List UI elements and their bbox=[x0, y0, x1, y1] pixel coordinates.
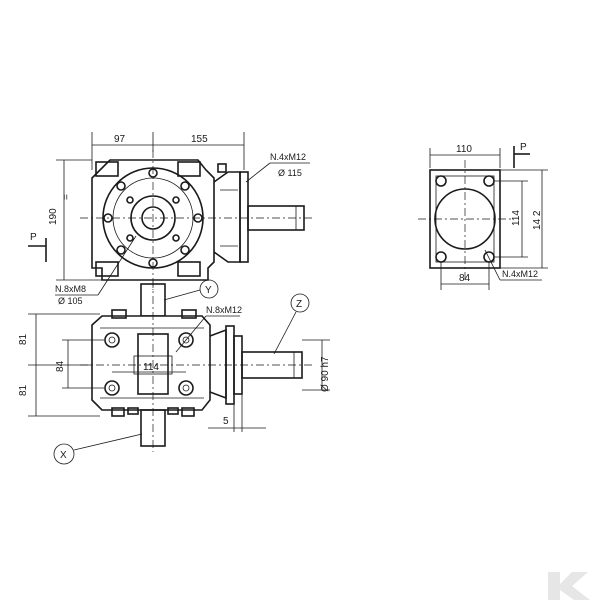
dim-84-flange: 84 bbox=[459, 273, 471, 284]
dim-110: 110 bbox=[456, 144, 472, 155]
dim-155: 155 bbox=[191, 134, 208, 145]
dim-offset-5: 5 bbox=[223, 416, 229, 427]
dim-top-flange-dia: Ø 115 bbox=[278, 168, 302, 178]
marker-z: Z bbox=[273, 293, 310, 355]
marker-x: X bbox=[53, 433, 143, 465]
dim-bottom-bolts: N.8xM8 bbox=[55, 284, 86, 294]
equal-mark: = bbox=[61, 194, 72, 200]
dim-97: 97 bbox=[114, 134, 126, 145]
flange-view-dimensions: 110 P 14 2 114 84 N.4xM12 bbox=[429, 142, 548, 290]
dim-top-flange-bolts: N.4xM12 bbox=[270, 152, 306, 162]
dim-190: 190 bbox=[48, 208, 59, 225]
marker-y-label: Y bbox=[205, 285, 212, 296]
dim-142: 14 2 bbox=[532, 210, 543, 230]
view-p-label-left: P bbox=[30, 232, 37, 243]
dim-shaft-dia: Ø 90 h7 bbox=[320, 356, 331, 392]
dim-81-upper: 81 bbox=[18, 333, 29, 345]
brand-logo-watermark bbox=[548, 572, 590, 600]
dim-81-lower: 81 bbox=[18, 384, 29, 396]
dim-front-bolts: N.8xM12 bbox=[206, 305, 242, 315]
marker-x-label: X bbox=[60, 450, 67, 461]
marker-y: Y bbox=[163, 279, 219, 301]
view-p-label-right: P bbox=[520, 142, 527, 153]
front-view-dimensions: 81 81 84 114 N.8xM12 Ø 90 h7 5 bbox=[18, 305, 331, 432]
dim-bottom-dia: Ø 105 bbox=[58, 296, 83, 306]
marker-z-label: Z bbox=[296, 299, 302, 310]
flange-view bbox=[418, 160, 512, 280]
top-view bbox=[80, 150, 312, 290]
dim-flange-holes: N.4xM12 bbox=[502, 269, 538, 279]
dim-114-flange: 114 bbox=[511, 210, 522, 226]
front-view bbox=[80, 280, 312, 452]
top-view-dimensions: 97 155 190 = N.4xM12 Ø 115 P N.8xM8 Ø 10… bbox=[28, 132, 310, 306]
dim-84-front: 84 bbox=[55, 360, 66, 372]
dim-114-front: 114 bbox=[143, 362, 159, 373]
